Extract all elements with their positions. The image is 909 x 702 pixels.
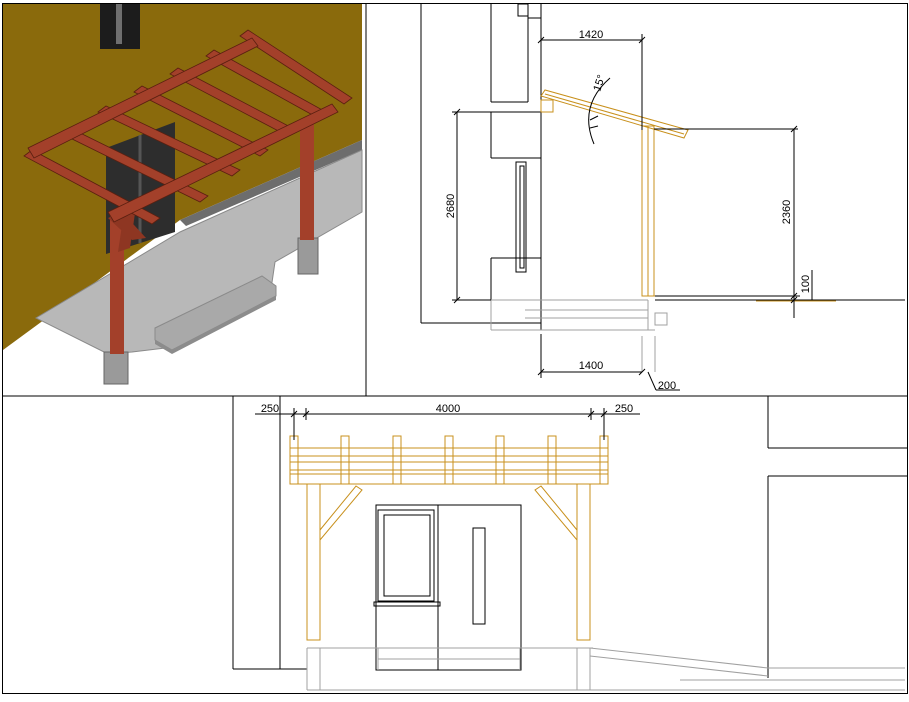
house-elevation-outline [232, 396, 907, 678]
sheet-border [2, 3, 908, 694]
section-side-view[interactable] [420, 3, 905, 391]
pergola-timber-frame [23, 29, 353, 225]
dim-1420 [537, 34, 646, 130]
wall-section [420, 3, 542, 330]
floor-slab-section [490, 299, 668, 372]
dim-100-label: 100 [800, 275, 812, 293]
dim-200-label: 200 [658, 380, 676, 392]
entrance-door-elevation [373, 504, 522, 671]
perspective-3d-view[interactable] [3, 4, 363, 385]
dim-2680 [452, 108, 491, 304]
dim-1420-label: 1420 [579, 29, 603, 41]
pergola-front-elevation [289, 435, 609, 641]
dim-1400-label: 1400 [579, 360, 603, 372]
dim-left-overhang-label: 250 [261, 403, 279, 415]
front-elevation-view[interactable] [232, 396, 907, 691]
post-footing-rear [297, 237, 319, 275]
pergola-side-profile [540, 89, 689, 297]
dim-2680-label: 2680 [445, 194, 457, 218]
post-rear [300, 120, 314, 240]
dim-1400 [537, 334, 646, 378]
dim-right-overhang-label: 250 [615, 403, 633, 415]
viewport-frames [2, 3, 908, 694]
dim-chain-elevation [255, 408, 640, 440]
steps-elevation [306, 647, 905, 691]
dim-2360-label: 2360 [781, 200, 793, 224]
dim-200 [647, 371, 680, 391]
post-footing-front [103, 351, 129, 385]
dim-span-label: 4000 [436, 403, 460, 415]
dim-angle [588, 77, 611, 145]
dim-angle-label: 15° [591, 73, 608, 93]
dim-2360 [654, 125, 800, 300]
dim-100 [790, 270, 813, 318]
